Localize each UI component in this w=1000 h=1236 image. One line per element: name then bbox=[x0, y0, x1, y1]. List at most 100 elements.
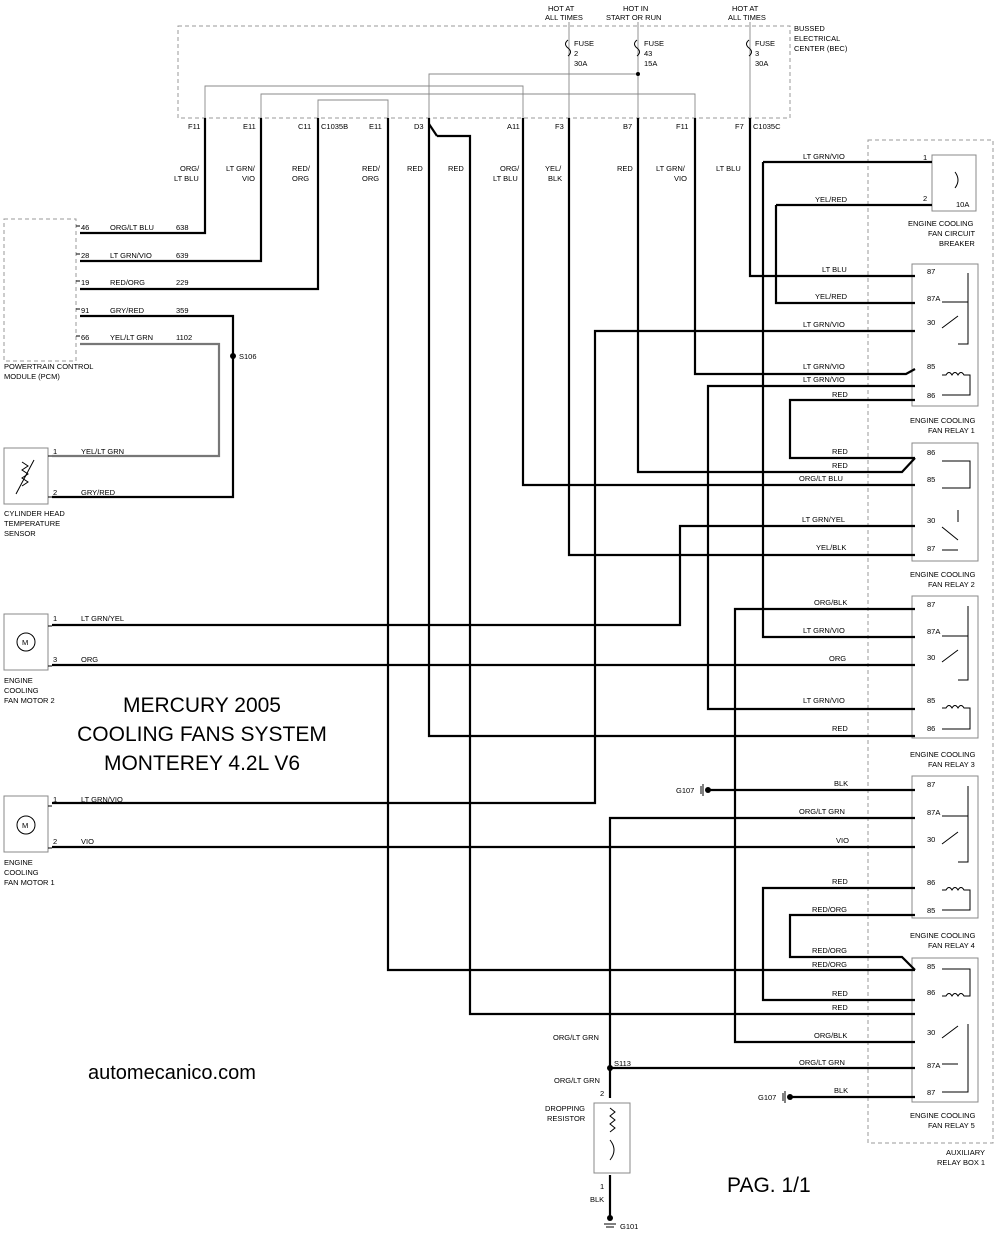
fuse-3-number: 3 bbox=[755, 49, 759, 58]
wire-red-org-relay4-relay5 bbox=[788, 913, 916, 971]
aux-relay-box-label-2: RELAY BOX 1 bbox=[937, 1158, 985, 1167]
fuse-43-symbol bbox=[634, 39, 640, 57]
relay-4-label-2: FAN RELAY 4 bbox=[928, 941, 975, 950]
pcm-pin-66: 66 bbox=[81, 333, 89, 342]
rlabel-28: ORG/LT GRN bbox=[799, 1058, 845, 1067]
relay-5-label-2: FAN RELAY 5 bbox=[928, 1121, 975, 1130]
relay-4-pin-87a: 87A bbox=[927, 808, 940, 817]
relay-4-pin-30: 30 bbox=[927, 835, 935, 844]
relay-4-group: 87 87A 30 86 85 ENGINE COOLING FAN RELAY… bbox=[910, 775, 979, 950]
wire-lt-grn-vio-relay3 bbox=[706, 384, 915, 711]
relay-5-pin-30: 30 bbox=[927, 1028, 935, 1037]
rlabel-6: LT GRN/VIO bbox=[803, 375, 845, 384]
relay-5-label-1: ENGINE COOLING bbox=[910, 1111, 976, 1120]
dr-wire-below-label: ORG/LT GRN bbox=[554, 1076, 600, 1085]
vlabel-7b: LT BLU bbox=[493, 174, 518, 183]
wire-red-d3-b bbox=[437, 134, 915, 1016]
relay-1-label-1: ENGINE COOLING bbox=[910, 416, 976, 425]
wire-red-org-e11 bbox=[386, 118, 915, 972]
wire-yel-blk-f3 bbox=[567, 118, 915, 557]
power-label-hot-all-1b: ALL TIMES bbox=[545, 13, 583, 22]
bec-pin-e11-a: E11 bbox=[243, 122, 256, 131]
splice-s113-label: S113 bbox=[614, 1059, 631, 1068]
wire-org-blk bbox=[733, 607, 915, 1044]
rlabel-24: RED/ORG bbox=[812, 960, 847, 969]
bec-pin-f11-b: F11 bbox=[676, 122, 688, 131]
splice-s113 bbox=[607, 1065, 613, 1071]
rlabel-2: LT BLU bbox=[822, 265, 847, 274]
grounds: G107 G107 G101 bbox=[604, 784, 793, 1231]
relay-4-pin-87: 87 bbox=[927, 780, 935, 789]
fm2-pin-1: 1 bbox=[53, 614, 57, 623]
vlabel-3a: RED/ bbox=[292, 164, 311, 173]
power-label-hot-all-1a: HOT AT bbox=[548, 4, 575, 13]
pcm-pin-46: 46 bbox=[81, 223, 89, 232]
relay-5-outline bbox=[911, 957, 979, 1103]
rlabel-15: ORG bbox=[829, 654, 846, 663]
wire-lt-grn-vio-f11 bbox=[693, 118, 916, 376]
wire-yel-red-cb2 bbox=[774, 203, 932, 305]
vlabel-5: RED bbox=[407, 164, 423, 173]
vlabel-8a: YEL/ bbox=[545, 164, 562, 173]
wires bbox=[52, 118, 932, 1218]
bec-pin-a11: A11 bbox=[507, 122, 520, 131]
rlabel-26: RED bbox=[832, 1003, 848, 1012]
fm1-label-3: FAN MOTOR 1 bbox=[4, 878, 55, 887]
relay-2-pin-87: 87 bbox=[927, 544, 935, 553]
dr-label-2: RESISTOR bbox=[547, 1114, 586, 1123]
vlabel-2a: LT GRN/ bbox=[226, 164, 256, 173]
vlabel-4b: ORG bbox=[362, 174, 379, 183]
relay-3-label-2: FAN RELAY 3 bbox=[928, 760, 975, 769]
wire-lt-grn-vio-motor1 bbox=[52, 329, 915, 805]
relay-4-pin-86: 86 bbox=[927, 878, 935, 887]
relay-1-pin-86: 86 bbox=[927, 391, 935, 400]
wire-yel-lt-grn-1102 bbox=[52, 342, 221, 458]
fan-motor-2-outline bbox=[3, 613, 49, 671]
relay-1-pin-30: 30 bbox=[927, 318, 935, 327]
pcm-wire-28-circuit: 639 bbox=[176, 251, 189, 260]
rlabel-8: RED bbox=[832, 447, 848, 456]
pcm-wire-91-color: GRY/RED bbox=[110, 306, 145, 315]
circuit-breaker-label-3: BREAKER bbox=[939, 239, 975, 248]
relay-2-group: 86 85 30 87 ENGINE COOLING FAN RELAY 2 bbox=[910, 442, 979, 589]
fuse-43-rating: 15A bbox=[644, 59, 657, 68]
power-label-hot-all-2a: HOT AT bbox=[732, 4, 759, 13]
rlabel-23: RED/ORG bbox=[812, 946, 847, 955]
dropping-resistor-group: S113 ORG/LT GRN ORG/LT GRN 2 DROPPING RE… bbox=[545, 1033, 631, 1204]
rlabel-22: RED/ORG bbox=[812, 905, 847, 914]
relay-3-pin-30: 30 bbox=[927, 653, 935, 662]
vlabel-10a: LT GRN/ bbox=[656, 164, 686, 173]
pcm-wire-28-color: LT GRN/VIO bbox=[110, 251, 152, 260]
vlabel-9: RED bbox=[617, 164, 633, 173]
fuse-43-name: FUSE bbox=[644, 39, 664, 48]
splice-s106-label: S106 bbox=[239, 352, 257, 361]
relay-5-pin-87a: 87A bbox=[927, 1061, 940, 1070]
fm2-label-1: ENGINE bbox=[4, 676, 33, 685]
bec-label-1: BUSSED bbox=[794, 24, 825, 33]
relay-1-pin-87a: 87A bbox=[927, 294, 940, 303]
circuit-breaker-outline bbox=[931, 154, 977, 212]
rlabel-4: LT GRN/VIO bbox=[803, 320, 845, 329]
fm1-pin-1: 1 bbox=[53, 795, 57, 804]
fuse-3-symbol bbox=[746, 39, 752, 57]
rlabel-9: RED bbox=[832, 461, 848, 470]
vlabel-1a: ORG/ bbox=[180, 164, 200, 173]
ground-g107-b-label: G107 bbox=[758, 1093, 776, 1102]
fuse-2-name: FUSE bbox=[574, 39, 594, 48]
rlabel-11: LT GRN/YEL bbox=[802, 515, 845, 524]
fuse-3-rating: 30A bbox=[755, 59, 768, 68]
wire-org-lt-blu-a11 bbox=[521, 118, 915, 487]
ground-g107-a-icon bbox=[705, 787, 711, 793]
vlabel-6: RED bbox=[448, 164, 464, 173]
bec-pin-c11: C11 bbox=[298, 122, 311, 131]
cht-wire-2-color: GRY/RED bbox=[81, 488, 116, 497]
relay-1-coil-icon bbox=[942, 372, 971, 396]
circuit-breaker-pin-2: 2 bbox=[923, 194, 927, 203]
vlabel-4a: RED/ bbox=[362, 164, 381, 173]
page-number: PAG. 1/1 bbox=[727, 1174, 811, 1197]
rlabel-1: YEL/RED bbox=[815, 195, 848, 204]
pcm-pin-91: 91 bbox=[81, 306, 89, 315]
aux-relay-box-outline bbox=[867, 139, 994, 1144]
rlabel-21: RED bbox=[832, 877, 848, 886]
fm2-label-3: FAN MOTOR 2 bbox=[4, 696, 55, 705]
